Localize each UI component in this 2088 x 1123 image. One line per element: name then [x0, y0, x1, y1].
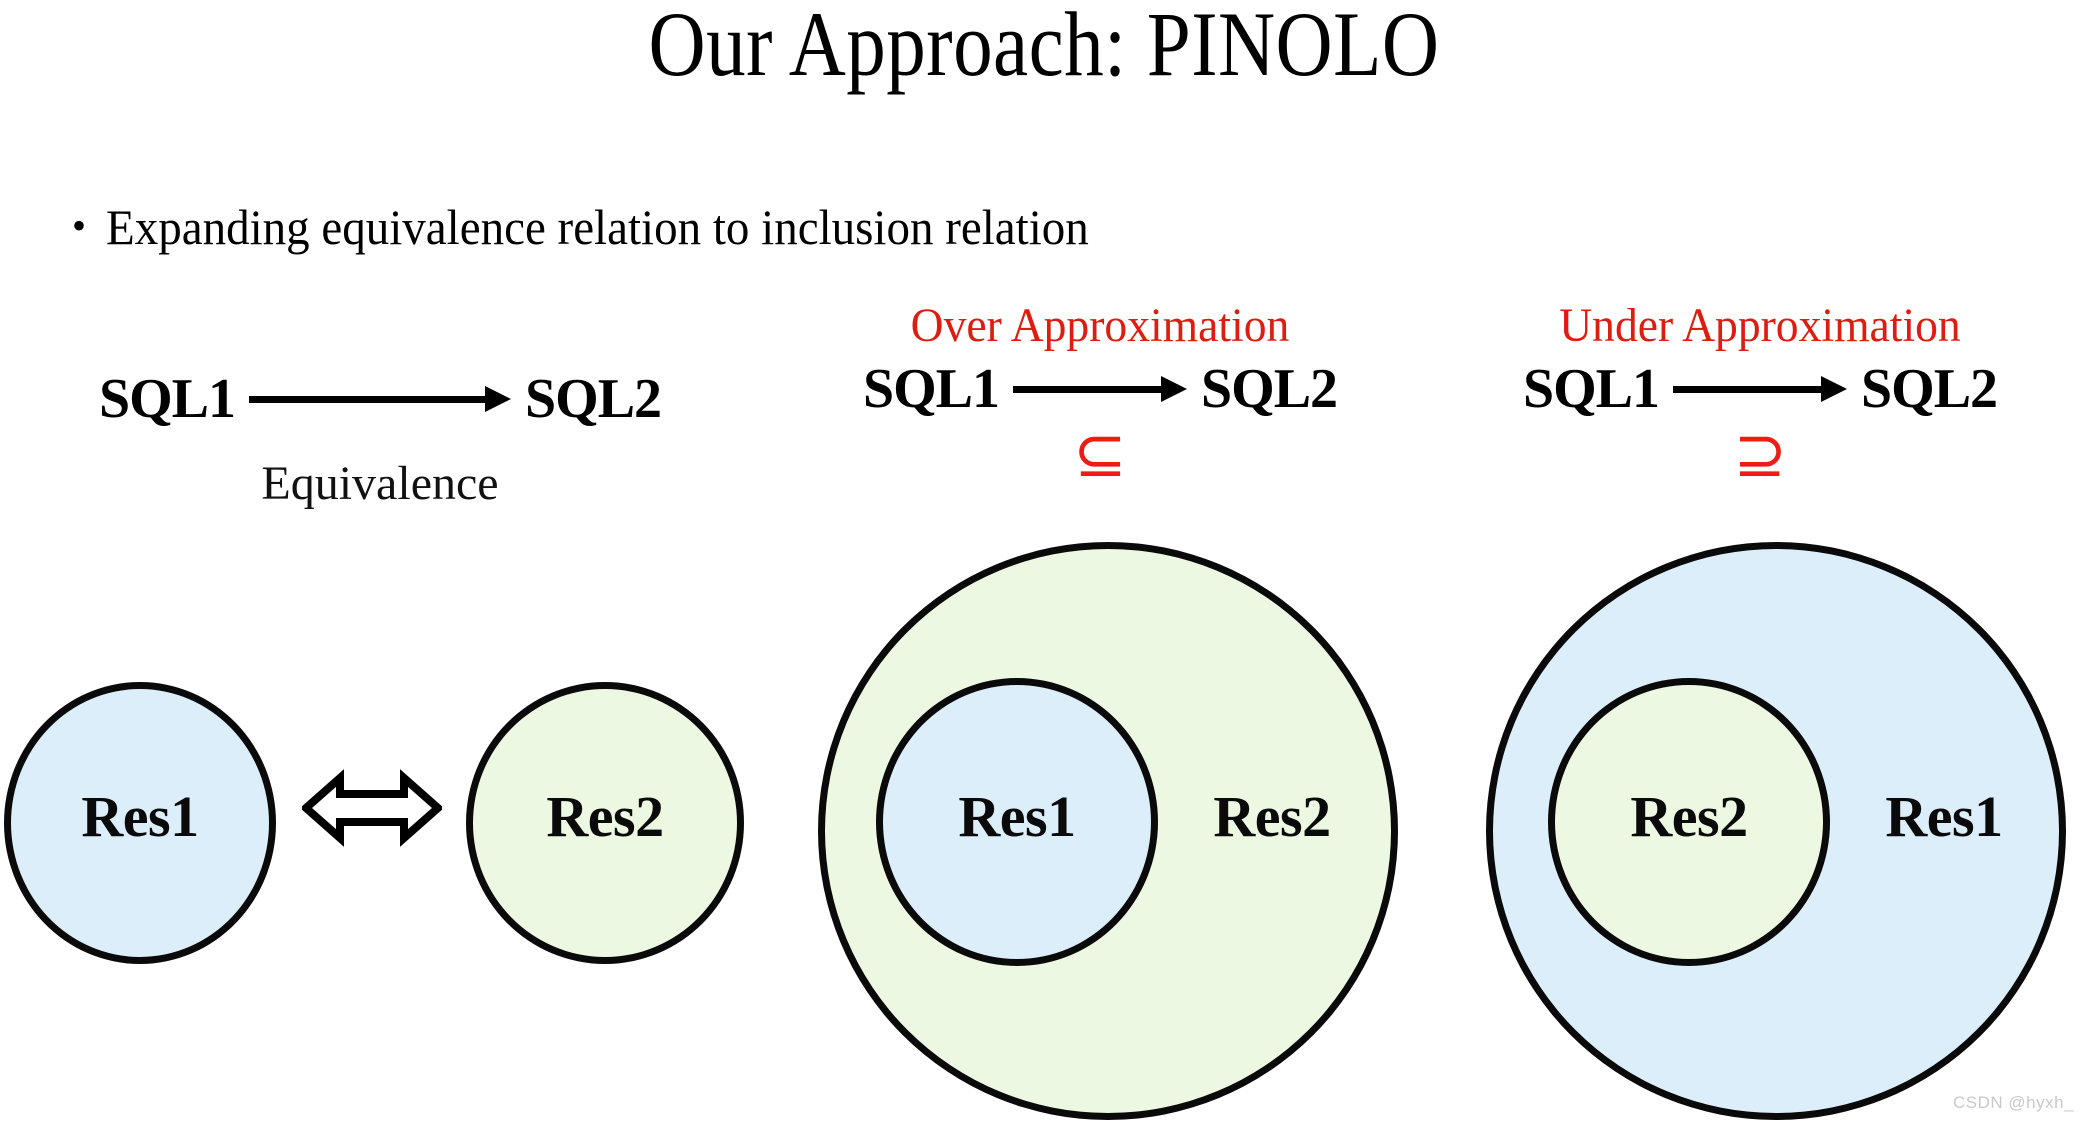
- equivalence-res2-circle: [466, 682, 744, 964]
- relation-block-under-approximation: Under Approximation SQL1 SQL2 ⊇: [1490, 299, 2030, 490]
- over-approximation-source-label: SQL1: [862, 358, 1000, 420]
- over-approximation-caption: Over Approximation: [910, 299, 1290, 352]
- double-headed-arrow-icon: [302, 769, 442, 847]
- under-approximation-inner-circle: [1548, 678, 1830, 966]
- relation-block-equivalence: SQL1 SQL2 Equivalence: [60, 368, 700, 510]
- bullet-marker-icon: •: [72, 203, 87, 248]
- relation-block-over-approximation: Over Approximation SQL1 SQL2 ⊆: [830, 299, 1370, 490]
- over-approximation-inner-circle: [876, 678, 1158, 966]
- bullet-line: • Expanding equivalence relation to incl…: [72, 198, 1152, 256]
- over-approximation-subset-symbol: ⊆: [1073, 418, 1127, 490]
- under-approximation-inner-label: Res2: [1630, 784, 1748, 849]
- over-approximation-inner-label: Res1: [958, 784, 1076, 849]
- bullet-text: Expanding equivalence relation to inclus…: [106, 199, 1089, 255]
- equivalence-target-label: SQL2: [525, 368, 662, 430]
- right-arrow-icon: [249, 368, 511, 430]
- equivalence-res2-label: Res2: [546, 784, 664, 849]
- equivalence-subcaption: Equivalence: [261, 457, 499, 510]
- page-title: Our Approach: PINOLO: [648, 0, 1440, 95]
- right-arrow-icon: [1673, 358, 1847, 420]
- under-approximation-relation-row: SQL1 SQL2: [1490, 358, 2030, 420]
- over-approximation-outer-label: Res2: [1213, 784, 1331, 849]
- right-arrow-icon: [1013, 358, 1187, 420]
- equivalence-res1-label: Res1: [81, 784, 199, 849]
- equivalence-relation-row: SQL1 SQL2: [60, 368, 700, 430]
- under-approximation-caption: Under Approximation: [1559, 299, 1961, 352]
- over-approximation-target-label: SQL2: [1201, 358, 1338, 420]
- under-approximation-superset-symbol: ⊇: [1733, 418, 1787, 490]
- over-approximation-relation-row: SQL1 SQL2: [830, 358, 1370, 420]
- watermark-text: CSDN @hyxh_: [1952, 1093, 2074, 1112]
- equivalence-res1-circle: [4, 682, 276, 964]
- equivalence-source-label: SQL1: [98, 368, 236, 430]
- under-approximation-outer-label: Res1: [1885, 784, 2003, 849]
- under-approximation-source-label: SQL1: [1522, 358, 1660, 420]
- under-approximation-target-label: SQL2: [1861, 358, 1998, 420]
